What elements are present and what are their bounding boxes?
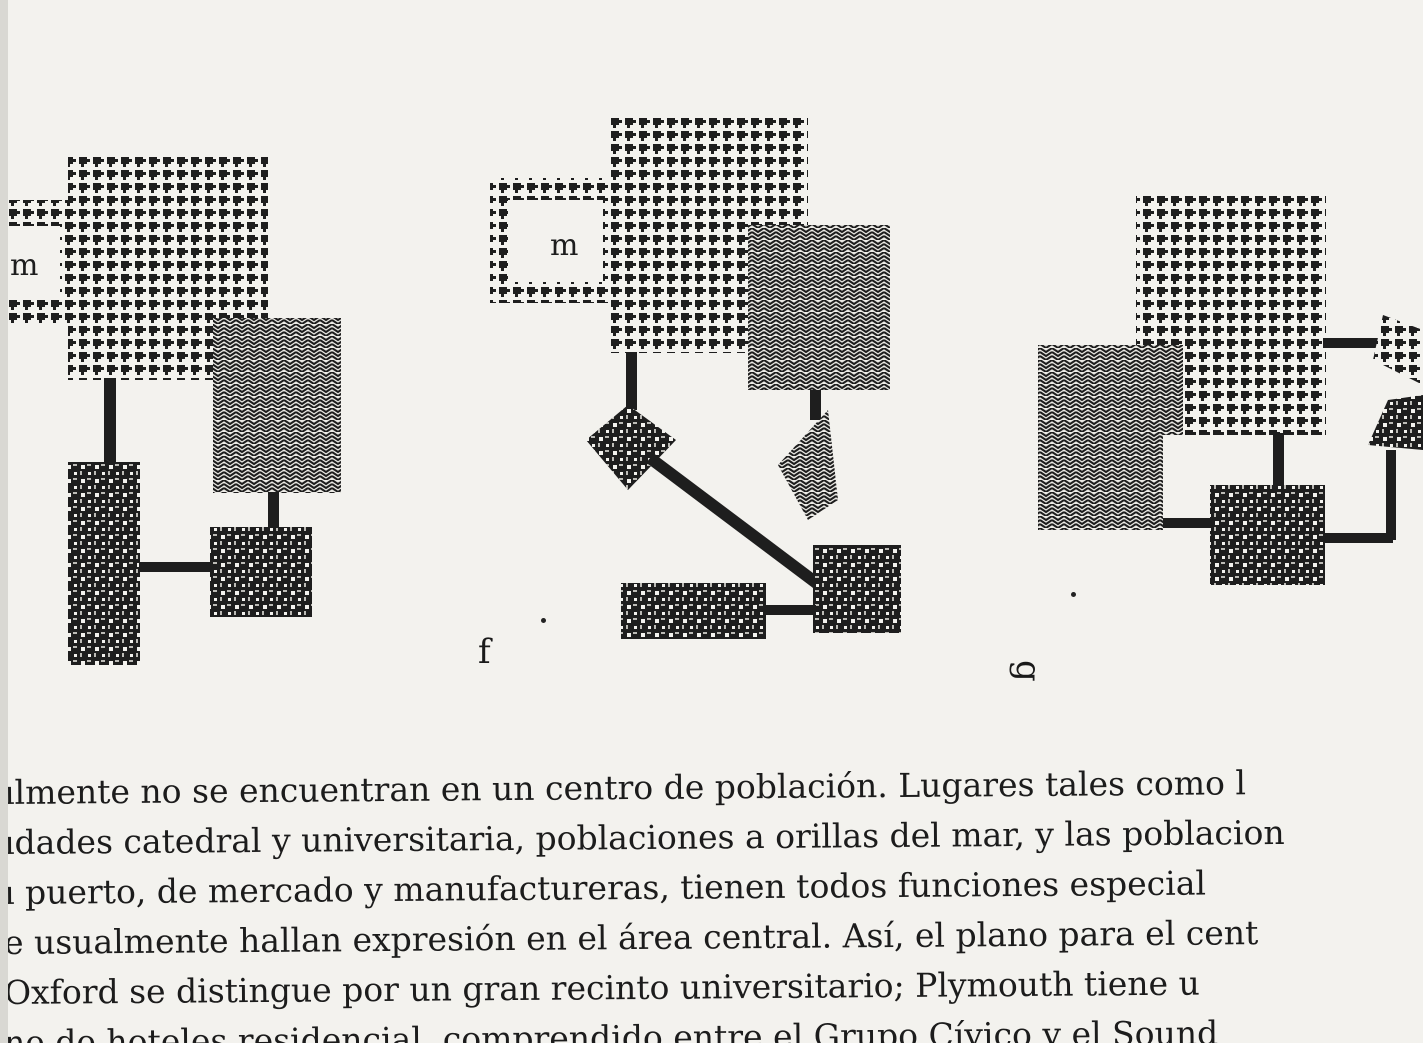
book-page: m m — [8, 0, 1423, 1043]
diagram-figures: m m — [8, 115, 1423, 665]
caption-f: f — [478, 632, 491, 672]
center-check-bar — [621, 583, 766, 639]
right-diamond-lower — [1368, 395, 1423, 450]
caption-g: g — [1008, 660, 1048, 682]
center-herring-wedge — [778, 410, 838, 520]
right-check-block — [1210, 485, 1325, 585]
center-check-square — [813, 545, 901, 633]
figure-dot-center — [541, 618, 546, 623]
left-check-small — [210, 527, 312, 617]
diagram-left: m — [8, 155, 341, 665]
figure-dot-right — [1071, 592, 1076, 597]
left-m-label: m — [10, 248, 38, 283]
diagram-right — [1038, 195, 1423, 585]
right-diamond-upper — [1373, 315, 1423, 385]
center-diamond — [586, 405, 676, 490]
center-m-label: m — [550, 228, 578, 263]
center-diagonal-link — [646, 453, 827, 593]
diagram-center: m — [490, 115, 901, 639]
left-check-tall — [68, 462, 140, 665]
right-herring-block — [1038, 345, 1163, 530]
center-herring-block — [748, 225, 890, 390]
left-herring-block — [213, 318, 341, 493]
body-text: ılmente no se encuentran en un centro de… — [8, 763, 1423, 1043]
